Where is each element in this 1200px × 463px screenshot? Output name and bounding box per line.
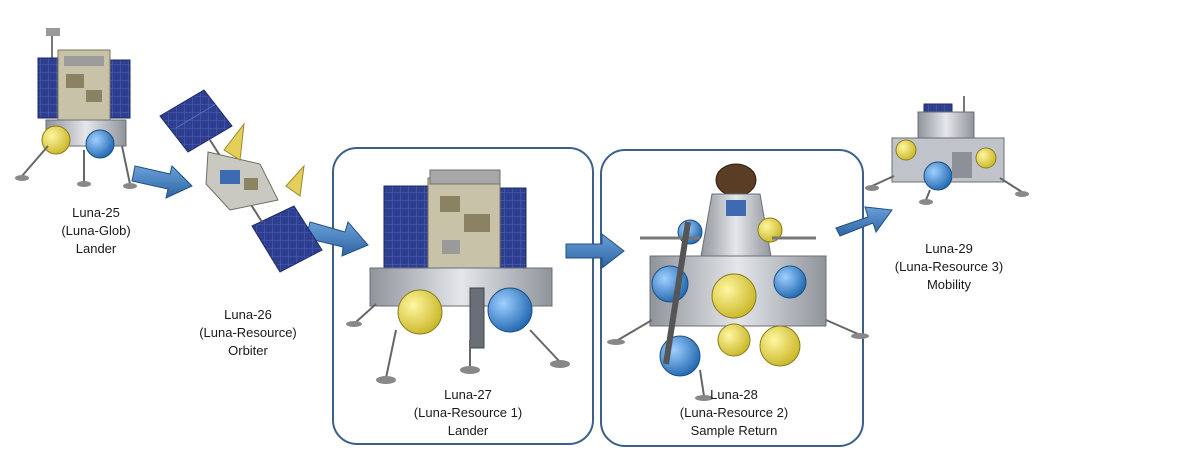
luna-27-program: (Luna-Resource 1) — [413, 405, 523, 420]
luna-29-spacecraft-image — [865, 96, 1029, 205]
arrow-25-to-26 — [131, 165, 193, 199]
luna-27-frame — [332, 147, 594, 445]
luna-25-spacecraft-image — [15, 28, 137, 189]
arrow-28-to-29 — [835, 206, 893, 237]
luna-26-spacecraft-image — [159, 89, 323, 273]
luna-29-program: (Luna-Resource 3) — [894, 259, 1004, 274]
luna-29-name: Luna-29 — [925, 241, 973, 256]
luna-28-label: Luna-28 (Luna-Resource 2) Sample Return — [654, 386, 814, 440]
luna-25-program: (Luna-Glob) — [61, 223, 131, 238]
luna-26-name: Luna-26 — [224, 307, 272, 322]
luna-27-label: Luna-27 (Luna-Resource 1) Lander — [388, 386, 548, 440]
luna-27-name: Luna-27 — [444, 387, 492, 402]
luna-28-name: Luna-28 — [710, 387, 758, 402]
luna-27-role: Lander — [447, 423, 489, 438]
luna-26-label: Luna-26 (Luna-Resource) Orbiter — [168, 306, 328, 360]
luna-26-program: (Luna-Resource) — [199, 325, 297, 340]
luna-29-label: Luna-29 (Luna-Resource 3) Mobility — [864, 240, 1034, 294]
luna-28-spacecraft-image — [607, 163, 869, 401]
arrow-27-to-28 — [565, 232, 625, 270]
luna-25-name: Luna-25 — [72, 205, 120, 220]
luna-28-program: (Luna-Resource 2) — [679, 405, 789, 420]
luna-27-spacecraft-image — [346, 169, 570, 384]
luna-25-label: Luna-25 (Luna-Glob) Lander — [36, 204, 156, 258]
luna-28-role: Sample Return — [690, 423, 778, 438]
luna-26-role: Orbiter — [228, 343, 268, 358]
luna-28-frame — [600, 149, 864, 447]
luna-25-role: Lander — [75, 241, 117, 256]
luna-29-role: Mobility — [926, 277, 972, 292]
